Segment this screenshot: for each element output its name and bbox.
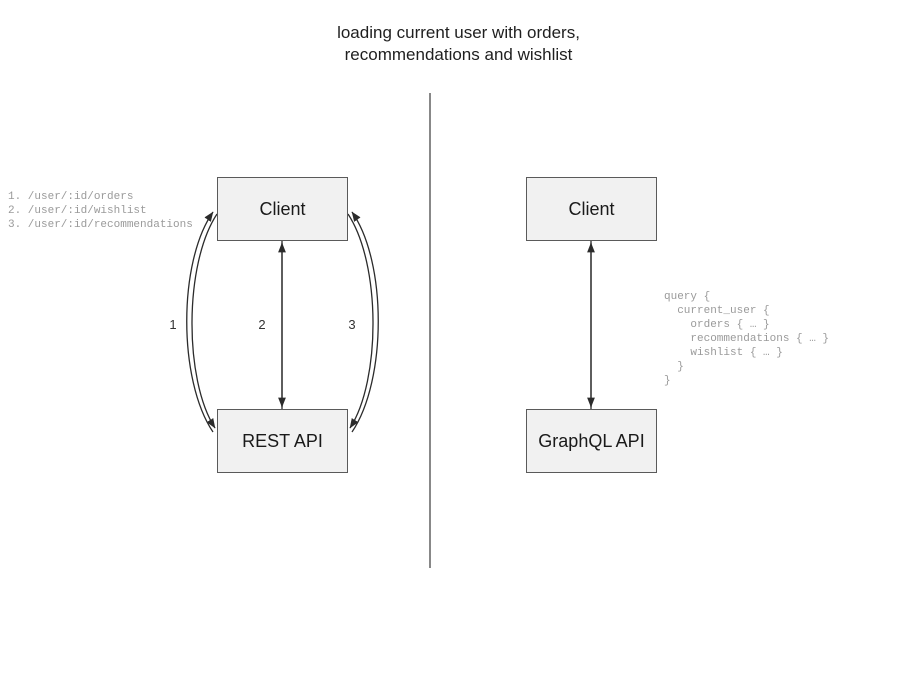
page-title: loading current user with orders, recomm… <box>337 23 580 64</box>
edge-label-2: 2 <box>258 317 266 332</box>
node-client-graphql[interactable]: Client <box>526 177 657 241</box>
node-rest-api[interactable]: REST API <box>217 409 348 473</box>
edge-3-curve-down <box>347 213 374 429</box>
edge-label-1: 1 <box>169 317 177 332</box>
edge-1-curve-down <box>191 213 218 429</box>
edge-label-3: 3 <box>348 317 356 332</box>
edge-3-curve-up <box>351 211 379 433</box>
graphql-query-block: query { current_user { orders { … } reco… <box>664 291 830 387</box>
edge-1-curve-up <box>186 211 214 433</box>
node-graphql-api[interactable]: GraphQL API <box>526 409 657 473</box>
rest-endpoint-list: 1. /user/:id/orders 2. /user/:id/wishlis… <box>8 191 193 231</box>
node-client-rest[interactable]: Client <box>217 177 348 241</box>
